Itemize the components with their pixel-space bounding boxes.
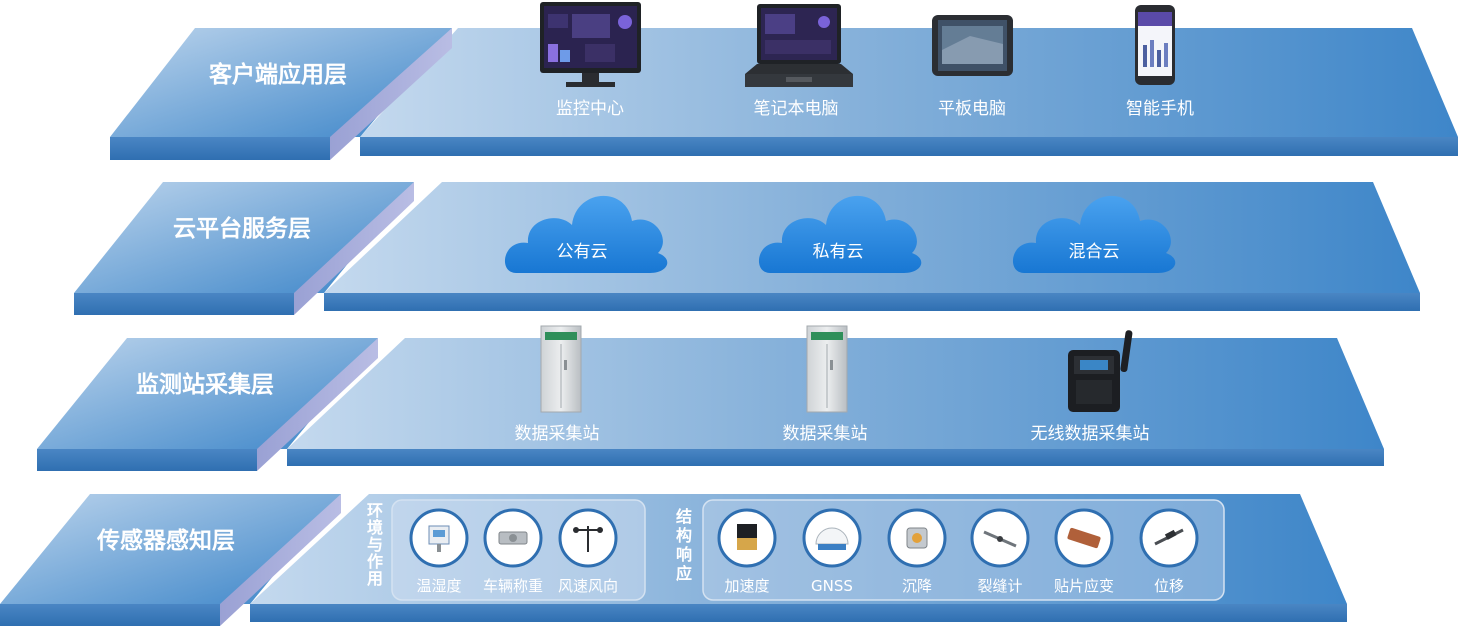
cloud-icon xyxy=(504,195,668,273)
sensor-label: GNSS xyxy=(811,577,853,595)
layer-client-title: 客户端应用层 xyxy=(209,61,347,88)
accelerometer-icon xyxy=(737,524,757,550)
monitor-icon xyxy=(540,2,641,87)
wireless-logger-icon xyxy=(1068,330,1133,412)
layer-station: 监测站采集层 数据采集站 数据采集站 无线数据采集站 xyxy=(37,325,1384,471)
sensor-group-title-text: 环境与作用 xyxy=(367,501,383,588)
cloud-icon xyxy=(1012,195,1176,273)
device-label: 笔记本电脑 xyxy=(754,99,839,119)
crack-meter-icon xyxy=(983,530,1017,548)
sensor-label: 风速风向 xyxy=(558,577,618,595)
cabinet-icon xyxy=(806,325,848,413)
sensor-label: 温湿度 xyxy=(416,577,461,595)
phone-icon xyxy=(1135,5,1175,85)
device-label: 智能手机 xyxy=(1126,99,1194,119)
displacement-sensor-icon xyxy=(1154,528,1184,546)
layer-sensor-label-block: 传感器感知层 xyxy=(0,494,341,626)
sensor-label: 沉降 xyxy=(902,577,932,595)
sensor-group-title-text: 结构响应 xyxy=(675,507,692,583)
sensor-label: 加速度 xyxy=(724,577,769,595)
sensor-label: 贴片应变 xyxy=(1054,577,1114,595)
sensor-label: 裂缝计 xyxy=(977,577,1022,595)
cloud-icon xyxy=(758,195,922,273)
sensor-group-title-structure: 结构响应 xyxy=(675,507,692,583)
layer-sensor-title: 传感器感知层 xyxy=(96,527,235,554)
cloud-label-private: 私有云 xyxy=(813,242,864,262)
station-label: 数据采集站 xyxy=(783,424,868,444)
layer-station-title: 监测站采集层 xyxy=(136,371,274,398)
settlement-gauge-icon xyxy=(906,527,928,549)
sensor-label: 车辆称重 xyxy=(483,577,543,595)
strain-gauge-icon xyxy=(1067,527,1101,549)
station-label: 无线数据采集站 xyxy=(1031,424,1150,444)
device-label: 平板电脑 xyxy=(938,99,1006,119)
thermo-hygrometer-icon xyxy=(428,525,450,552)
anemometer-icon xyxy=(573,526,603,552)
laptop-icon xyxy=(745,4,853,87)
sensor-group-title-environment: 环境与作用 xyxy=(367,501,383,588)
layer-client: 客户端应用层 xyxy=(110,2,1458,160)
layer-cloud-label-block: 云平台服务层 xyxy=(74,182,414,315)
layer-sensor: 传感器感知层 环境与作用 结构响应 温湿度 车辆称重风速风向 加速度 GNSS 沉降 裂缝… xyxy=(0,494,1347,626)
cloud-label-hybrid: 混合云 xyxy=(1069,242,1120,262)
station-label: 数据采集站 xyxy=(515,424,600,444)
weighing-cell-icon xyxy=(498,531,528,545)
device-label: 监控中心 xyxy=(556,99,624,119)
layer-cloud-title: 云平台服务层 xyxy=(173,215,311,242)
layer-client-label-block: 客户端应用层 xyxy=(110,28,452,160)
tablet-icon xyxy=(932,15,1013,76)
cloud-label-public: 公有云 xyxy=(557,242,608,262)
layer-cloud: 云平台服务层 公有云 私有云 混合云 xyxy=(74,182,1420,315)
layer-station-label-block: 监测站采集层 xyxy=(37,338,378,471)
sensor-label: 位移 xyxy=(1154,577,1184,595)
cabinet-icon xyxy=(540,325,582,413)
gnss-antenna-icon xyxy=(815,527,849,550)
